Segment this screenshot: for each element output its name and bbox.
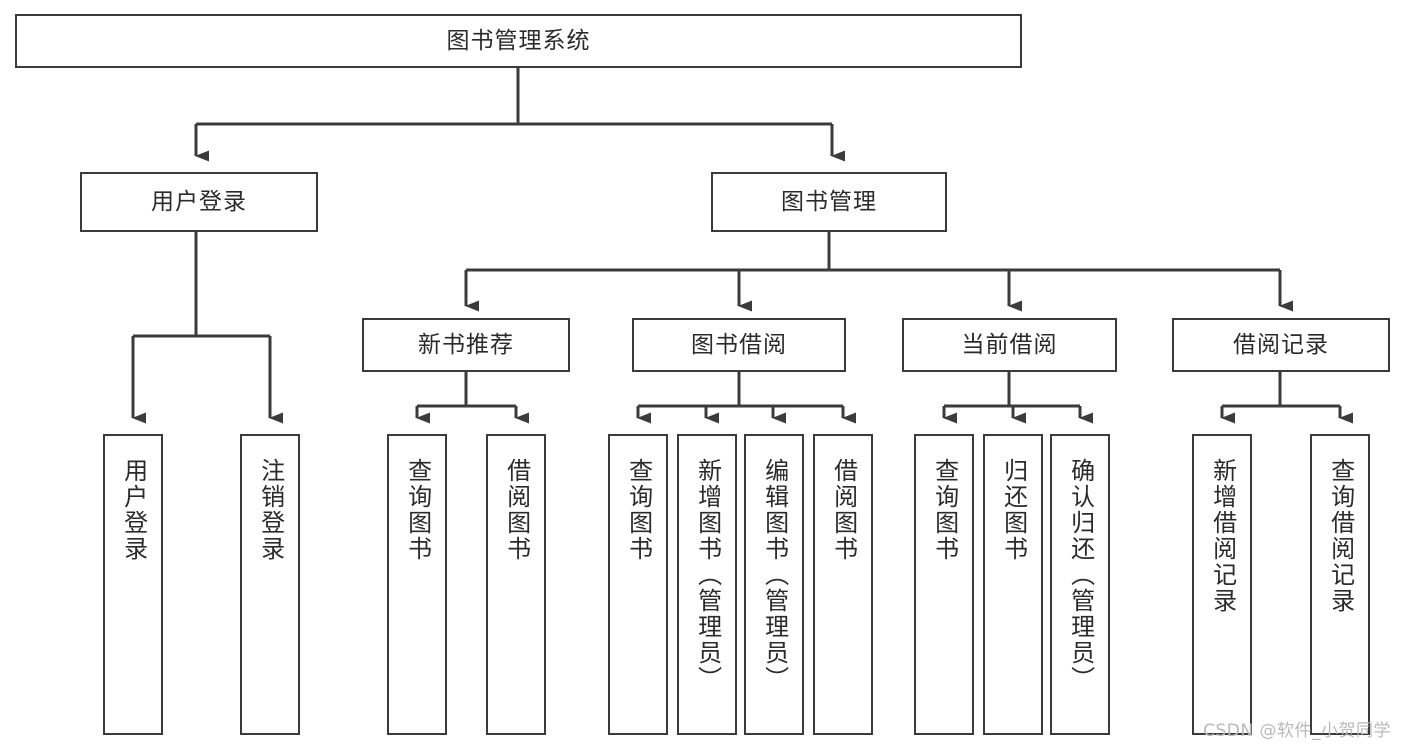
node-label: 查询借阅记录 [1326, 458, 1355, 614]
leaf-borrow-add-book-admin[interactable]: 新增图书（管理员） [677, 434, 737, 735]
node-root-system[interactable]: 图书管理系统 [15, 14, 1022, 68]
node-borrow-record[interactable]: 借阅记录 [1172, 318, 1390, 372]
node-label: 注销登录 [256, 458, 285, 562]
node-label: 图书管理系统 [446, 27, 591, 54]
node-user-login[interactable]: 用户登录 [80, 172, 318, 232]
leaf-current-confirm-return-admin[interactable]: 确认归还（管理员） [1050, 434, 1110, 735]
node-book-management[interactable]: 图书管理 [711, 172, 947, 232]
leaf-recommend-query-book[interactable]: 查询图书 [387, 434, 447, 735]
node-label: 确认归还（管理员） [1066, 458, 1095, 692]
leaf-record-add-record[interactable]: 新增借阅记录 [1192, 434, 1252, 735]
csdn-watermark: CSDN @软件_小贺同学 [1203, 721, 1391, 741]
node-label: 归还图书 [999, 458, 1028, 562]
node-label: 新书推荐 [418, 331, 514, 358]
node-current-borrow[interactable]: 当前借阅 [902, 318, 1117, 372]
node-label: 借阅图书 [829, 458, 858, 562]
node-label: 借阅记录 [1233, 331, 1329, 358]
leaf-current-return-book[interactable]: 归还图书 [983, 434, 1043, 735]
node-label: 用户登录 [119, 458, 148, 562]
leaf-borrow-borrow-book[interactable]: 借阅图书 [813, 434, 873, 735]
node-label: 当前借阅 [961, 331, 1058, 358]
node-label: 编辑图书（管理员） [760, 458, 789, 692]
node-label: 用户登录 [151, 188, 247, 215]
leaf-borrow-query-book[interactable]: 查询图书 [608, 434, 668, 735]
leaf-user-login-logout[interactable]: 注销登录 [240, 434, 300, 735]
leaf-current-query-book[interactable]: 查询图书 [914, 434, 974, 735]
node-label: 图书借阅 [691, 331, 787, 358]
leaf-recommend-borrow-book[interactable]: 借阅图书 [486, 434, 546, 735]
node-label: 图书管理 [781, 188, 877, 215]
node-label: 新增借阅记录 [1208, 458, 1237, 614]
node-label: 查询图书 [930, 458, 959, 562]
leaf-borrow-edit-book-admin[interactable]: 编辑图书（管理员） [744, 434, 804, 735]
node-book-borrow[interactable]: 图书借阅 [632, 318, 846, 372]
node-label: 查询图书 [624, 458, 653, 562]
leaf-record-query-record[interactable]: 查询借阅记录 [1310, 434, 1370, 735]
node-new-book-recommend[interactable]: 新书推荐 [362, 318, 570, 372]
leaf-user-login-login[interactable]: 用户登录 [103, 434, 163, 735]
node-label: 借阅图书 [502, 458, 531, 562]
node-label: 新增图书（管理员） [693, 458, 722, 692]
node-label: 查询图书 [403, 458, 432, 562]
